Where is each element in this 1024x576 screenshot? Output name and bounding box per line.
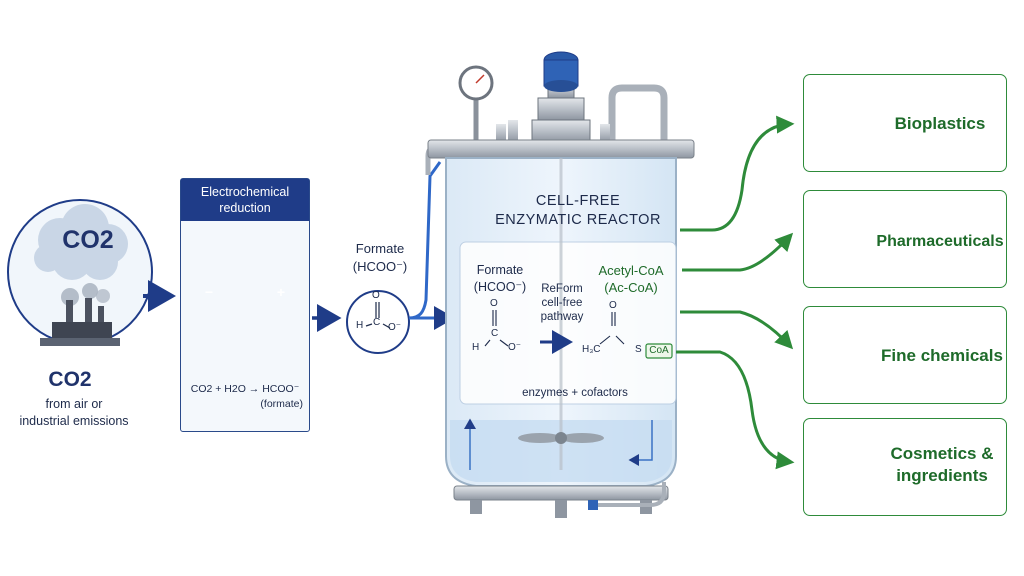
negative-electrode-sign: − (204, 284, 214, 300)
co2-description-line2: industrial emissions (19, 414, 129, 428)
co2-source-label: CO2 (48, 368, 92, 391)
product-label-pharmaceuticals: Pharmaceuticals (874, 231, 1006, 253)
reactor-in-struct-o: O (490, 298, 498, 309)
reactor-out-struct-h3c: H₃C (582, 344, 601, 355)
reactor-in-struct-h: H (472, 342, 480, 353)
cloud-icon (34, 204, 128, 280)
formate-name: Formate (355, 241, 405, 256)
reactor-in-struct-c: C (491, 328, 499, 339)
reactor-input-name: Formate (476, 263, 524, 277)
product-card-pharmaceuticals: Pharmaceuticals (803, 190, 1007, 288)
reactor-title-line1: CELL-FREE (535, 193, 621, 209)
coa-box (645, 343, 673, 359)
product-label-line1: Cosmetics & (890, 444, 994, 463)
electrochemical-equation: CO2 + H2O → HCOO⁻ (190, 383, 300, 395)
electrochemical-title-line2: reduction (219, 201, 271, 215)
product-card-cosmetics: Cosmetics & ingredients (803, 418, 1007, 516)
formate-struct-o-minus: O⁻ (388, 322, 402, 333)
valve-icon (608, 84, 668, 140)
reactor-title-line2: ENZYMATIC REACTOR (495, 212, 661, 228)
formate-formula: (HCOO⁻) (352, 259, 408, 274)
reactor-input-formula: (HCOO⁻) (473, 280, 527, 294)
formate-label: Formate (HCOO⁻) (345, 240, 415, 276)
reactor-title: CELL-FREE ENZYMATIC REACTOR (458, 192, 698, 230)
reactor-out-struct-s: S (635, 344, 642, 355)
pathway-line1: ReForm (541, 283, 583, 295)
reactor-input: Formate (HCOO⁻) (465, 262, 535, 296)
formate-struct-o: O (372, 290, 380, 301)
factory-icon (40, 283, 120, 346)
arrow-to-cosmetics (676, 350, 795, 470)
electrochemical-header: Electrochemical reduction (181, 179, 309, 221)
reactor-cofactors: enzymes + cofactors (522, 387, 628, 399)
electrochemical-title-line1: Electrochemical (200, 185, 290, 199)
co2-description-line1: from air or (45, 397, 103, 411)
formate-molecule-circle (346, 290, 410, 354)
reactor-in-struct-o-minus: O⁻ (508, 342, 522, 353)
arrow-to-bioplastics (680, 115, 795, 232)
reform-pathway-label: ReForm cell-free pathway (528, 282, 596, 324)
output-arrows (676, 115, 795, 470)
electrochemical-equation-note: (formate) (260, 398, 303, 410)
product-label-line1: Pharmaceuticals (876, 233, 1004, 250)
reactor-out-struct-o: O (609, 300, 617, 311)
reactor-output: Acetyl-CoA (Ac-CoA) (586, 262, 676, 296)
product-card-bioplastics: Bioplastics (803, 74, 1007, 172)
reactor-output-name: Acetyl-CoA (598, 263, 664, 278)
pathway-line3: pathway (540, 311, 584, 323)
product-label-cosmetics: Cosmetics & ingredients (880, 443, 1004, 487)
product-label-line1: Bioplastics (894, 114, 986, 133)
product-label-fine-chemicals: Fine chemicals (880, 345, 1004, 367)
impeller (518, 432, 604, 444)
pathway-line2: cell-free (541, 297, 583, 309)
product-card-fine-chemicals: Fine chemicals (803, 306, 1007, 404)
cloud-co2-label: CO2 (62, 226, 114, 254)
reactor-out-struct-coa: CoA (649, 345, 669, 356)
reactor-vessel (425, 51, 695, 518)
arrow-to-pharmaceuticals (682, 232, 794, 272)
co2-source-group (7, 199, 153, 346)
reactor-output-abbrev: (Ac-CoA) (604, 280, 658, 295)
arrow-to-fine-chemicals (680, 310, 794, 350)
product-label-line2: ingredients (896, 466, 988, 485)
product-label-bioplastics: Bioplastics (880, 113, 1000, 135)
product-label-line1: Fine chemicals (881, 346, 1003, 365)
formate-struct-c: C (373, 317, 381, 328)
formate-struct-h: H (356, 320, 364, 331)
co2-source-description: from air or industrial emissions (10, 396, 138, 430)
positive-electrode-sign: + (276, 284, 286, 300)
